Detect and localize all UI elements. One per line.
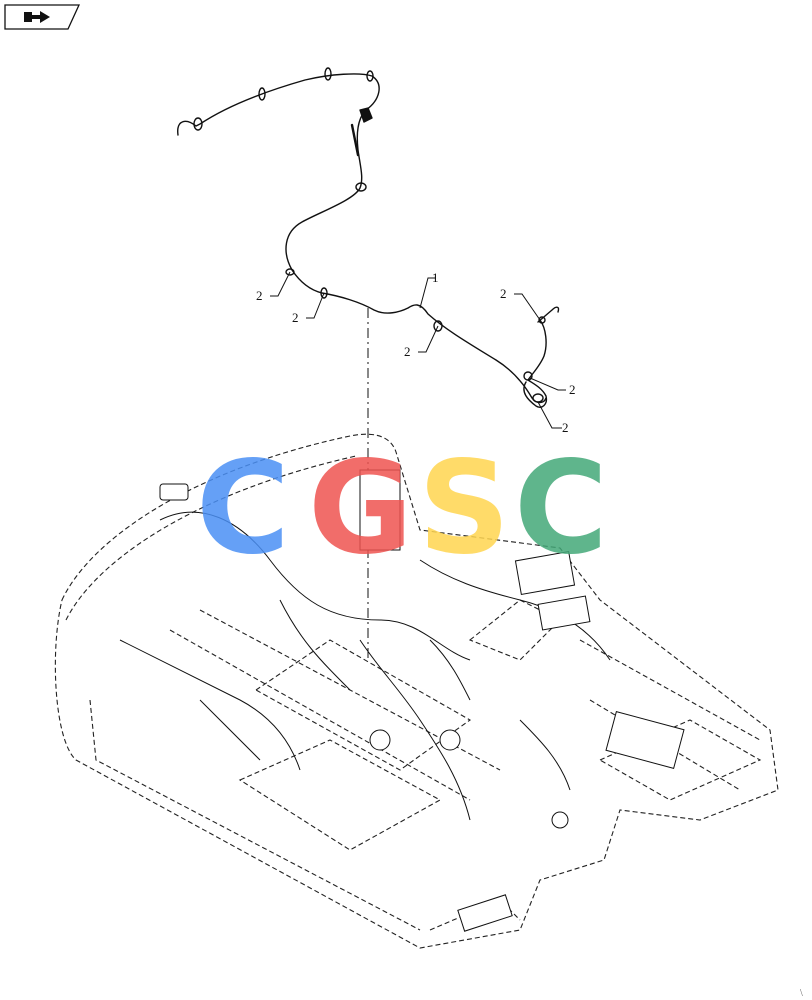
relay-box	[159, 483, 189, 501]
watermark-letter-s: S	[418, 440, 510, 560]
callout-2: 2	[256, 288, 263, 303]
control-module	[537, 595, 591, 631]
watermark-letter-c2: C	[514, 440, 608, 560]
back-nav-tag[interactable]	[4, 4, 80, 30]
back-arrow-icon	[24, 11, 50, 23]
battery-box	[605, 711, 685, 769]
harness-branch	[523, 319, 548, 408]
cgsc-watermark-logo: C G S C	[196, 440, 608, 560]
callout-2: 2	[500, 286, 507, 301]
callout-2: 2	[562, 420, 569, 435]
callout-2: 2	[404, 344, 411, 359]
watermark-letter-c1: C	[196, 440, 290, 560]
callout-2: 2	[569, 382, 576, 397]
svg-text:\: \	[800, 988, 803, 999]
bracket	[359, 469, 401, 551]
callout-2: 2	[292, 310, 299, 325]
watermark-letter-g: G	[308, 440, 413, 560]
harness-cable	[177, 73, 547, 404]
callout-1: 1	[432, 270, 439, 285]
control-module	[514, 550, 576, 596]
step-plate	[457, 894, 513, 932]
